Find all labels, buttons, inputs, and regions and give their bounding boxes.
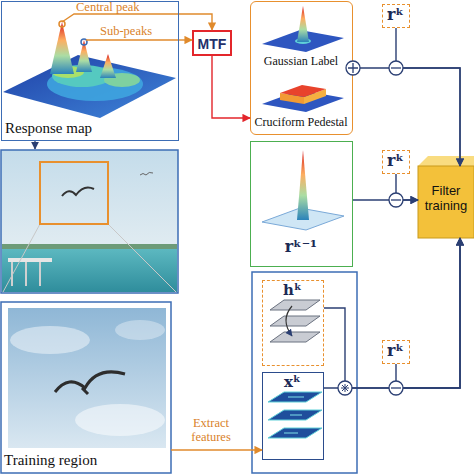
sum-symbol — [346, 61, 360, 75]
training-region-photo — [10, 326, 90, 354]
math-symbol: rᵏ — [383, 6, 408, 24]
response-variable-box: rᵏ — [382, 4, 410, 28]
response-map-plot — [62, 14, 178, 22]
video-frame-photo — [40, 162, 108, 224]
process-label: MTF — [194, 36, 230, 52]
math-symbol: rᵏ⁻¹ — [251, 238, 351, 256]
connector-arrow — [171, 449, 262, 450]
video-frame-photo — [1, 150, 178, 293]
plot-caption: Gaussian Label — [251, 55, 351, 69]
response-map-plot — [76, 40, 92, 72]
plot-caption: Cruciform Pedestal — [251, 116, 351, 130]
convolution-symbol — [341, 384, 349, 392]
edge-label: Extract features — [176, 416, 246, 445]
training-region-photo — [115, 320, 165, 340]
subtract-symbol — [389, 61, 403, 75]
panel-caption: Training region — [4, 452, 164, 469]
math-symbol: xᵏ — [263, 374, 322, 391]
gaussian-label-plot — [297, 6, 309, 42]
panel-caption: Response map — [5, 120, 155, 137]
label-panel: Gaussian LabelCruciform Pedestal — [250, 1, 353, 135]
sum-symbol — [346, 61, 360, 75]
training-region-photo — [82, 388, 88, 394]
video-frame-photo — [62, 187, 94, 196]
response-map-plot — [86, 39, 178, 40]
training-region-photo — [55, 372, 125, 392]
video-frame-photo — [140, 172, 153, 175]
response-map-plot — [34, 141, 35, 149]
subtract-symbol — [391, 387, 401, 388]
subtract-symbol — [389, 381, 403, 395]
convolution-symbol — [338, 381, 352, 395]
subtract-symbol — [391, 67, 401, 68]
video-frame-photo — [39, 262, 41, 286]
video-frame-photo — [3, 224, 40, 292]
previous-response-plot — [297, 150, 309, 220]
feature-variable-box: xᵏ — [262, 372, 324, 460]
training-region-photo — [8, 308, 166, 448]
edge-label: Central peak — [76, 0, 176, 14]
filter-training-block — [418, 156, 474, 238]
response-map-plot — [3, 14, 178, 149]
feature-maps — [284, 397, 304, 433]
training-region-photo — [75, 404, 165, 436]
filter-layers — [270, 300, 320, 342]
math-symbol: hᵏ — [263, 282, 322, 299]
connector-arrow — [212, 56, 250, 118]
response-map-plot — [50, 22, 74, 74]
sum-symbol — [348, 63, 358, 73]
training-region-photo — [1, 302, 171, 473]
filter-panel — [252, 272, 357, 473]
filter-layers — [270, 332, 320, 342]
video-frame-photo — [1, 150, 178, 293]
response-map-plot — [100, 54, 116, 78]
filter-layers — [270, 316, 320, 326]
filter-layers — [270, 300, 320, 310]
process-label: Filter training — [419, 184, 473, 214]
connector-arrow — [324, 238, 460, 388]
video-frame-photo — [108, 224, 176, 292]
connector-arrow — [396, 238, 460, 388]
connector-arrow — [353, 68, 460, 166]
connector-arrow — [179, 14, 212, 30]
cruciform-pedestal-plot — [262, 85, 344, 112]
previous-response-plot — [262, 150, 344, 230]
response-variable-box: rᵏ — [382, 340, 410, 364]
filter-variable-box: hᵏ — [262, 280, 324, 366]
connector-arrow — [324, 238, 460, 388]
filter-layers — [286, 306, 292, 336]
filter-panel — [252, 272, 357, 473]
video-frame-photo — [2, 249, 177, 292]
filter-training-block — [418, 166, 474, 238]
video-frame-photo — [8, 258, 52, 262]
math-symbol: rᵏ — [383, 342, 408, 360]
training-region-photo — [1, 302, 171, 473]
convolution-symbol — [338, 381, 352, 395]
feature-maps — [268, 392, 322, 438]
gaussian-label-plot — [262, 6, 344, 52]
subtract-symbol — [391, 199, 401, 200]
filter-training-box: Filter training — [418, 166, 474, 238]
video-frame-photo — [25, 262, 27, 286]
connector-arrow — [396, 174, 418, 200]
training-region-panel: Training region — [1, 302, 171, 473]
connector-arrow — [353, 199, 418, 200]
response-map-panel: Response map — [1, 1, 179, 141]
edge-label: Sub-peaks — [100, 24, 176, 38]
cruciform-pedestal-plot — [280, 85, 326, 97]
mtf-box: MTF — [192, 30, 232, 56]
response-variable-box: rᵏ — [382, 150, 410, 174]
math-symbol: rᵏ — [383, 152, 408, 170]
filter-training-block — [418, 156, 474, 166]
connector-arrow — [179, 39, 192, 40]
subtract-symbol — [389, 193, 403, 207]
connector-arrow — [396, 28, 460, 166]
previous-response-panel: rᵏ⁻¹ — [250, 141, 353, 267]
